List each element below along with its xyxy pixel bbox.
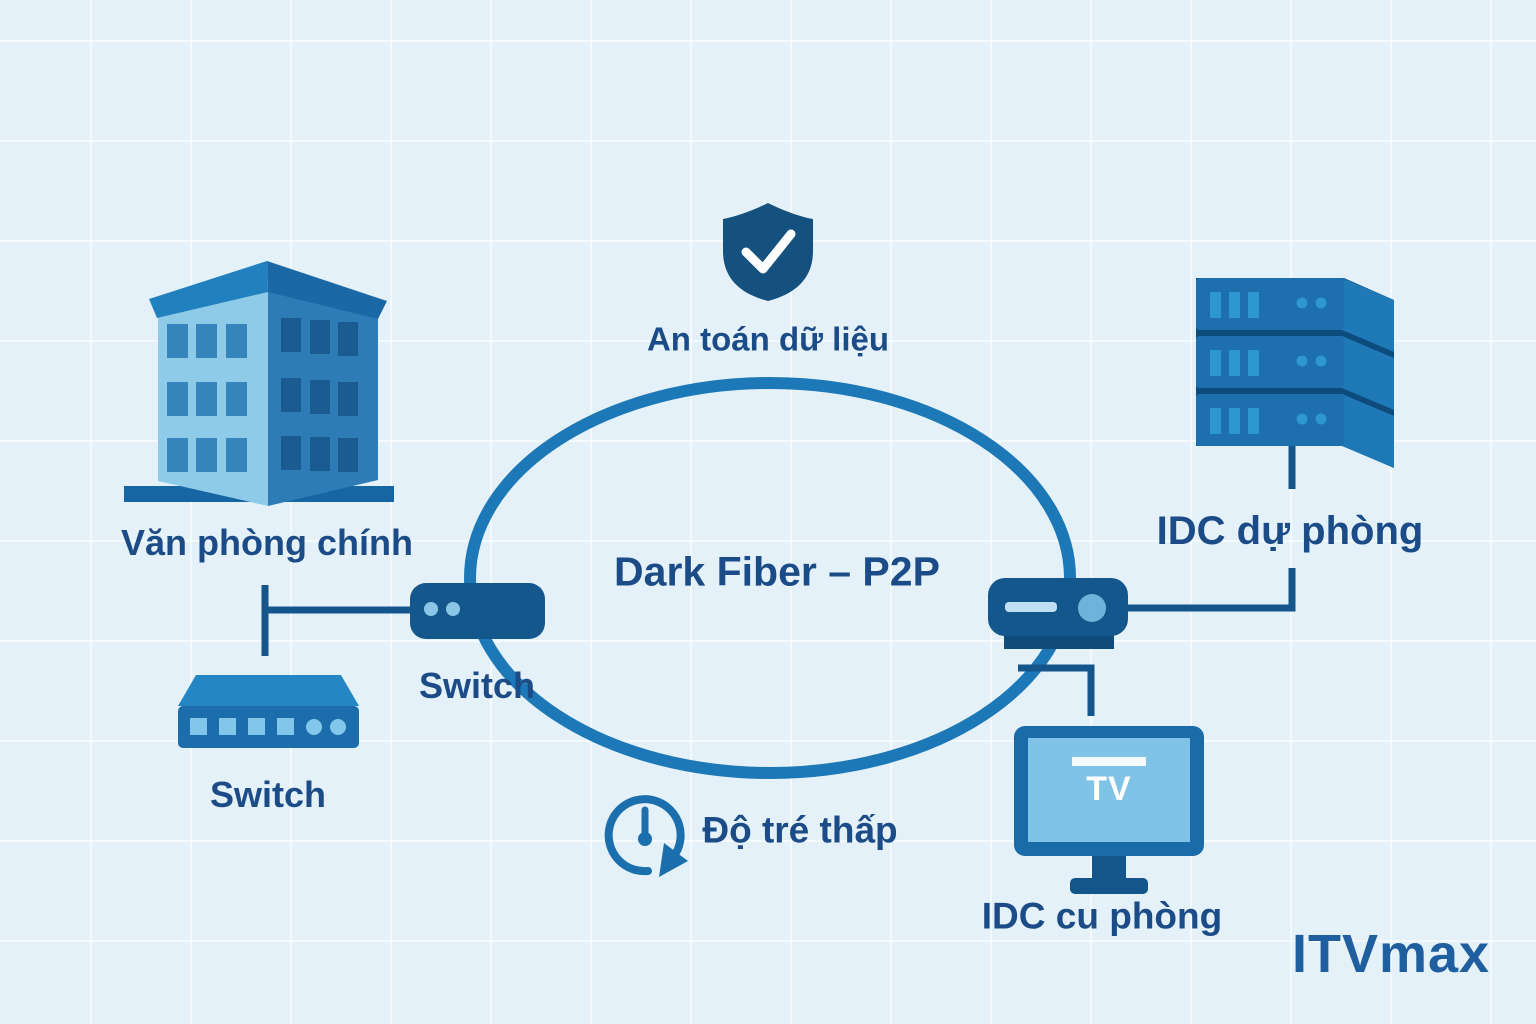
switch-box-icon	[410, 583, 545, 639]
left-face-windows	[167, 324, 247, 472]
idc-backup-label: IDC dự phòng	[1156, 509, 1424, 553]
main-office-label: Văn phòng chính	[121, 522, 413, 563]
security-callout-label: An toán dữ liệu	[646, 320, 890, 358]
right-face-windows	[281, 318, 358, 472]
core-switch-label: Switch	[418, 665, 536, 706]
server-rack-icon	[1196, 278, 1394, 468]
rack-unit	[1196, 278, 1394, 352]
rack-unit	[1196, 336, 1394, 410]
idc-current-label: IDC cu phòng	[981, 895, 1223, 937]
brand-logo: ITVmax	[1291, 924, 1491, 984]
office-building-icon	[124, 261, 394, 506]
rack-unit	[1196, 394, 1394, 468]
tv-screen-text: TV	[1086, 770, 1132, 808]
router-to-tv-connector	[1018, 664, 1095, 716]
shield-check-icon	[723, 203, 813, 301]
office-to-core-connector	[261, 585, 412, 656]
diagram-title: Dark Fiber – P2P	[614, 548, 940, 595]
switch-ports	[190, 718, 346, 735]
switch-3d-icon	[178, 675, 359, 748]
rack-to-router-connector	[1128, 446, 1296, 612]
router-icon	[988, 578, 1128, 649]
access-switch-label: Switch	[209, 774, 327, 815]
low-latency-clock-icon	[604, 795, 688, 877]
tv-monitor-icon	[1014, 726, 1204, 894]
latency-callout-label: Độ tré thấp	[702, 809, 898, 851]
